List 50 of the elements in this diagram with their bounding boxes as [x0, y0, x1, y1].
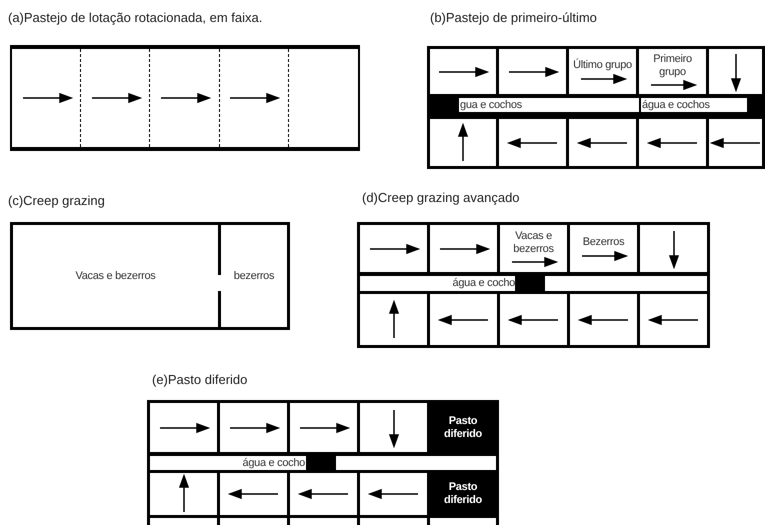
- paddock-cell: [430, 119, 496, 166]
- panel-title: (d)Creep grazing avançado: [362, 190, 520, 205]
- paddock-cell: [570, 294, 637, 345]
- paddock-cell: [500, 225, 567, 272]
- water-trough-bar: [459, 98, 639, 112]
- panel-title: (b)Pastejo de primeiro-último: [430, 10, 597, 25]
- water-trough-bar: [336, 456, 496, 470]
- trough-label: água e cocho: [242, 456, 305, 470]
- paddock-cell: [709, 119, 762, 166]
- paddock-label: Pasto diferido: [443, 481, 483, 507]
- paddock-cell: [150, 403, 217, 452]
- paddock-cell: [639, 49, 706, 94]
- paddock-label: Pasto diferido: [443, 414, 483, 440]
- paddock-label: Bezerros: [582, 236, 624, 249]
- paddock-label: Primeiro grupo: [652, 52, 693, 78]
- paddock-cell: [150, 473, 217, 515]
- paddock-cell: [499, 49, 566, 94]
- paddock-cell: [430, 225, 497, 272]
- paddock-cell: [220, 473, 287, 515]
- panel-title: (c)Creep grazing: [8, 193, 105, 208]
- panel-title: (a)Pastejo de lotação rotacionada, em faixa.: [8, 10, 262, 25]
- paddock-cell: [640, 294, 707, 345]
- paddock-label: Vacas e bezerros: [512, 230, 555, 256]
- paddock-label: bezerros: [234, 270, 274, 282]
- paddock-label: Último grupo: [573, 59, 632, 72]
- water-trough-bar: [150, 456, 306, 470]
- paddock-cell: [220, 403, 287, 452]
- paddock-label: Vacas e bezerros: [76, 270, 156, 282]
- paddock-cell: [570, 225, 637, 272]
- paddock-cell: [499, 119, 566, 166]
- paddock-cell: [360, 294, 427, 345]
- water-trough-bar: [360, 276, 707, 291]
- trough-label: água e cocho: [452, 276, 515, 290]
- paddock-cell: [569, 49, 636, 94]
- paddock-cell: [640, 225, 707, 272]
- trough-label: gua e cochos: [460, 98, 522, 112]
- paddock-cell: [569, 119, 636, 166]
- panel-title: (e)Pasto diferido: [152, 372, 248, 387]
- paddock-cell: [639, 119, 706, 166]
- paddock-cell: [430, 294, 497, 345]
- paddock-cell: [360, 403, 427, 452]
- paddock-cell: [709, 49, 762, 94]
- paddock-cell: [360, 225, 427, 272]
- paddock-cell: [290, 473, 357, 515]
- paddock-cell: [290, 403, 357, 452]
- water-trough-bar: [641, 98, 747, 112]
- trough-label: água e cochos: [642, 98, 710, 112]
- paddock-cell: [430, 49, 496, 94]
- paddock-cell: [360, 473, 427, 515]
- paddock-cell: [500, 294, 567, 345]
